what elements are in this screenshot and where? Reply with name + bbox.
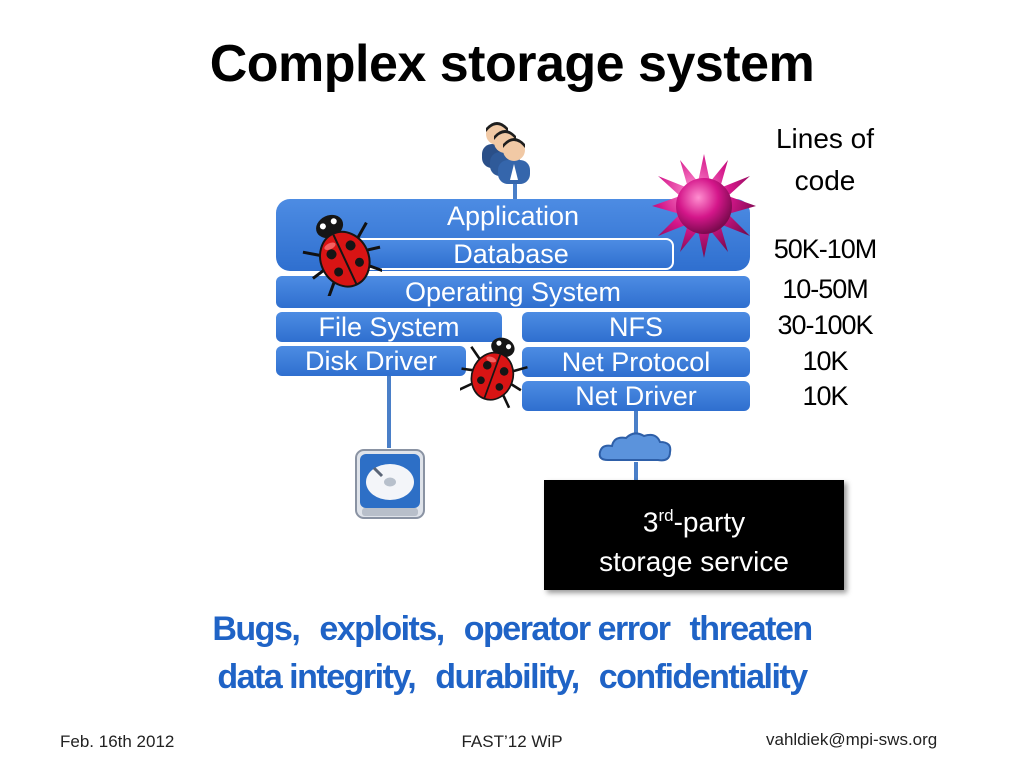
net-protocol-layer: Net Protocol (522, 347, 750, 377)
service-line1-sup: rd (658, 506, 674, 525)
loc-value-net-driver: 10K (802, 381, 848, 411)
tagline-line1: Bugs, exploits, operator error threaten (0, 610, 1024, 649)
nfs-layer: NFS (522, 312, 750, 342)
ladybug-icon (460, 337, 528, 409)
tagline-threaten: threaten (689, 610, 813, 648)
tagline-operator-error: operator error (463, 610, 671, 648)
disk-driver-label: Disk Driver (305, 346, 437, 376)
application-label: Application (446, 201, 580, 231)
net-driver-layer: Net Driver (522, 381, 750, 411)
loc-value-operating-system: 10-50M (782, 274, 869, 304)
hard-disk-icon (355, 449, 425, 519)
operating-system-label: Operating System (404, 277, 622, 307)
cloud-icon (598, 432, 672, 462)
nfs-label: NFS (609, 312, 663, 342)
tagline-line2: data integrity, durability, confidentialit… (0, 658, 1024, 697)
footer-email: vahldiek@mpi-sws.org (766, 730, 938, 749)
service-line1-prefix: 3 (642, 506, 659, 538)
loc-header-line2: code (794, 165, 856, 196)
loc-header-line1: Lines of (775, 123, 875, 154)
tagline-exploits: exploits, (319, 610, 445, 648)
net-connector-top (634, 411, 638, 437)
loc-header: Lines of code (752, 118, 898, 202)
file-system-layer: File System (276, 312, 502, 342)
net-protocol-label: Net Protocol (561, 347, 711, 377)
ladybug-icon (302, 214, 382, 296)
database-label: Database (453, 239, 569, 269)
slide-title: Complex storage system (209, 35, 815, 93)
tagline-data-integrity: data integrity, (217, 658, 416, 696)
file-system-label: File System (318, 312, 460, 342)
database-layer: Database (348, 238, 674, 270)
tagline-bugs: Bugs, (212, 610, 300, 648)
loc-value-file-system: 30-100K (777, 310, 873, 340)
tagline-durability: durability, (435, 658, 580, 696)
users-connector (513, 184, 517, 202)
service-line1-suffix: -party (673, 506, 746, 538)
disk-connector (387, 376, 391, 448)
third-party-storage-service: 3rd-party storage service (544, 480, 844, 590)
virus-icon (652, 154, 756, 258)
tagline-confidentiality: confidentiality (598, 658, 808, 696)
service-line2: storage service (599, 546, 789, 578)
footer-date: Feb. 16th 2012 (60, 732, 175, 751)
loc-value-disk-driver: 10K (802, 346, 848, 376)
users-icon (482, 122, 530, 184)
footer-venue: FAST’12 WiP (461, 732, 563, 751)
loc-value-application: 50K-10M (773, 234, 878, 264)
net-connector-bottom (634, 462, 638, 482)
disk-driver-layer: Disk Driver (276, 346, 466, 376)
net-driver-label: Net Driver (575, 381, 697, 411)
service-line1: 3rd-party (544, 496, 844, 542)
